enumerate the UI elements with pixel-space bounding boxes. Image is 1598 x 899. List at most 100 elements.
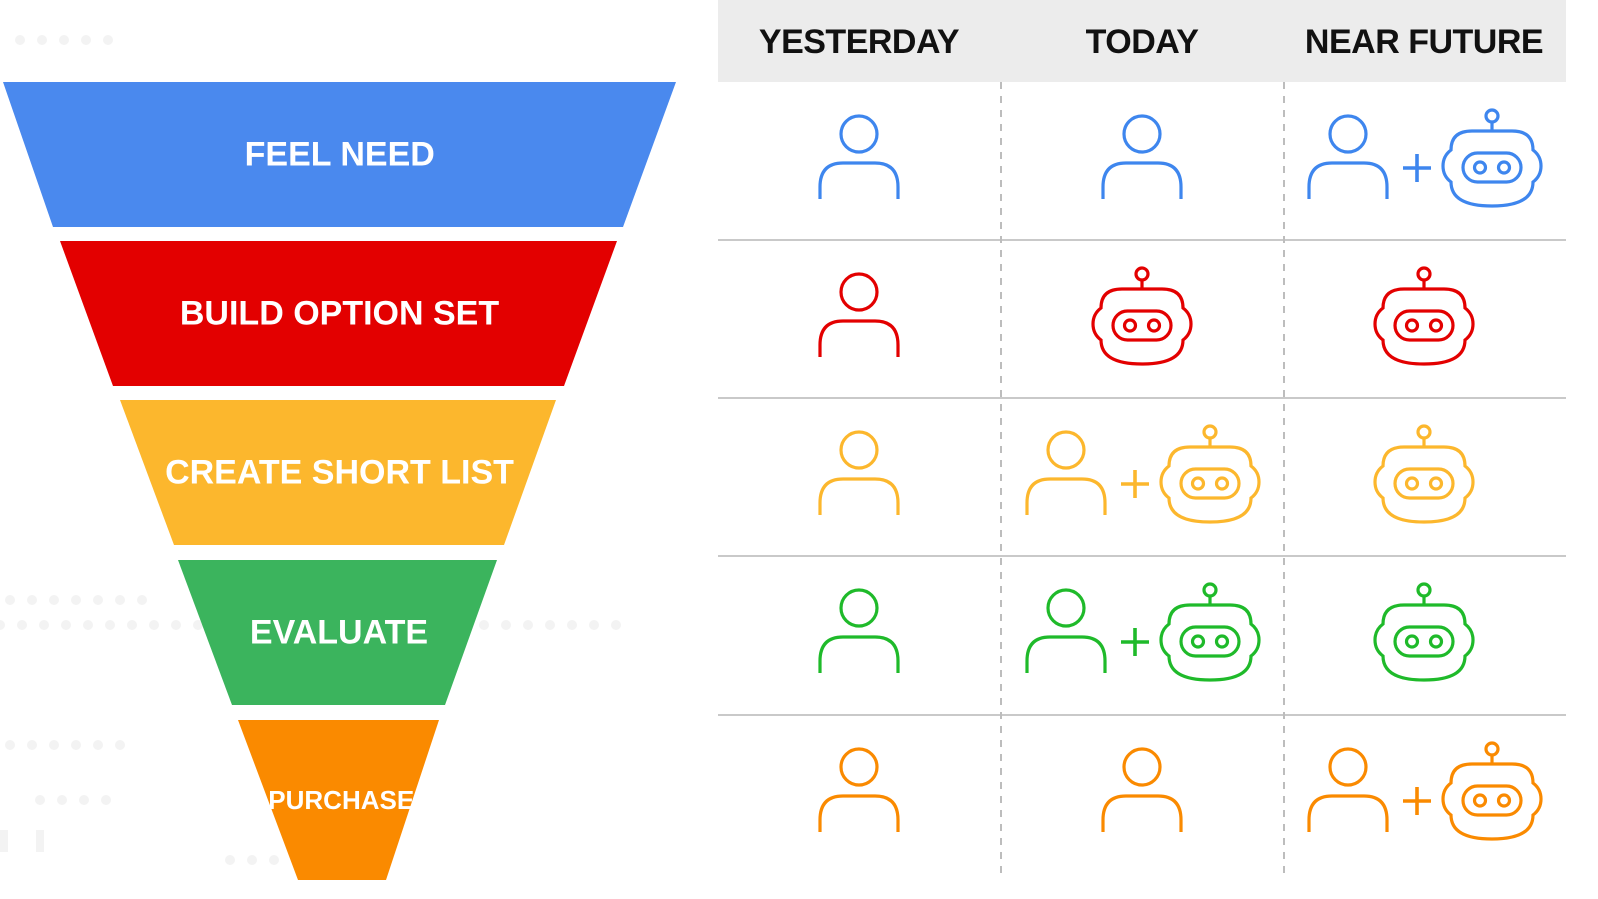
funnel-diagram: FEEL NEED BUILD OPTION SET CREATE SHORT LI… [0,35,676,880]
background-dot [17,620,27,630]
person-icon [818,114,900,199]
funnel-stage-label: PURCHASE [268,785,414,815]
background-dash [36,830,44,852]
cell-2-near-future [1373,266,1475,366]
background-dot [269,855,279,865]
funnel-stage-shape [120,400,556,545]
background-dot [27,595,37,605]
person-icon [818,588,900,673]
cell-1-yesterday [818,114,900,199]
robot-icon [1373,582,1475,682]
background-dot [501,620,511,630]
background-dot [15,35,25,45]
plus-icon [1121,628,1149,656]
person-icon [1101,114,1183,199]
plus-icon [1403,154,1431,182]
background-dot [479,620,489,630]
table-header-background [718,0,1566,82]
background-dot [5,740,15,750]
person-icon [1307,114,1389,199]
robot-icon [1373,266,1475,366]
background-dot [59,35,69,45]
funnel-stage-evaluate: EVALUATE [178,560,497,705]
background-dot [225,855,235,865]
funnel-stage-shape [178,560,497,705]
background-dot [101,795,111,805]
background-dot [37,35,47,45]
cell-1-near-future [1307,108,1543,208]
plus-icon [1403,787,1431,815]
person-icon [1307,747,1389,832]
background-dot [137,595,147,605]
background-dot [71,740,81,750]
funnel-stage-label: FEEL NEED [245,135,435,173]
background-dot [61,620,71,630]
robot-icon [1373,424,1475,524]
background-dot [567,620,577,630]
plus-icon [1121,470,1149,498]
robot-icon [1091,266,1193,366]
cell-5-near-future [1307,741,1543,841]
person-icon [1025,588,1107,673]
cell-4-yesterday [818,588,900,673]
column-header-near-future: NEAR FUTURE [1305,23,1543,61]
background-dot [93,595,103,605]
cell-2-yesterday [818,272,900,357]
background-dash [0,830,8,852]
background-dot [193,620,203,630]
robot-icon [1159,424,1261,524]
funnel-stage-feel-need: FEEL NEED [3,82,676,227]
background-dot [523,620,533,630]
background-dot [93,740,103,750]
background-dot [79,795,89,805]
background-dot [35,795,45,805]
funnel-stage-shape [3,82,676,227]
cell-2-today [1091,266,1193,366]
table-grid [718,82,1566,875]
background-dot [545,620,555,630]
background-dot [39,620,49,630]
funnel-stage-shape [238,720,439,880]
background-dot [0,620,5,630]
background-dot [83,620,93,630]
background-dot [71,595,81,605]
background-dot [171,620,181,630]
person-icon [1101,747,1183,832]
funnel-stage-label: EVALUATE [250,613,428,651]
background-dot [149,620,159,630]
funnel-stage-label: CREATE SHORT LIST [165,453,514,491]
funnel-stage-build-option-set: BUILD OPTION SET [60,241,617,386]
funnel-stage-label: BUILD OPTION SET [180,294,499,332]
background-dot [589,620,599,630]
person-icon [818,272,900,357]
background-dot [127,620,137,630]
robot-icon [1441,108,1543,208]
background-dot [27,740,37,750]
person-icon [818,747,900,832]
person-icon [818,430,900,515]
funnel-stage-purchase: PURCHASE [238,720,439,880]
background-dot [247,855,257,865]
background-dot [611,620,621,630]
cell-5-yesterday [818,747,900,832]
cell-3-near-future [1373,424,1475,524]
robot-icon [1159,582,1261,682]
background-dot [49,595,59,605]
background-dot [115,740,125,750]
background-dot [5,595,15,605]
comparison-table: YESTERDAY TODAY NEAR FUTURE [718,0,1566,875]
cell-1-today [1101,114,1183,199]
column-header-today: TODAY [1086,23,1200,61]
person-icon [1025,430,1107,515]
background-dot [115,595,125,605]
cell-3-yesterday [818,430,900,515]
cell-4-today [1025,582,1261,682]
robot-icon [1441,741,1543,841]
column-header-yesterday: YESTERDAY [759,23,960,61]
background-dot [49,740,59,750]
background-dot [81,35,91,45]
cell-5-today [1101,747,1183,832]
funnel-stage-create-short-list: CREATE SHORT LIST [120,400,556,545]
cell-4-near-future [1373,582,1475,682]
funnel-stage-shape [60,241,617,386]
